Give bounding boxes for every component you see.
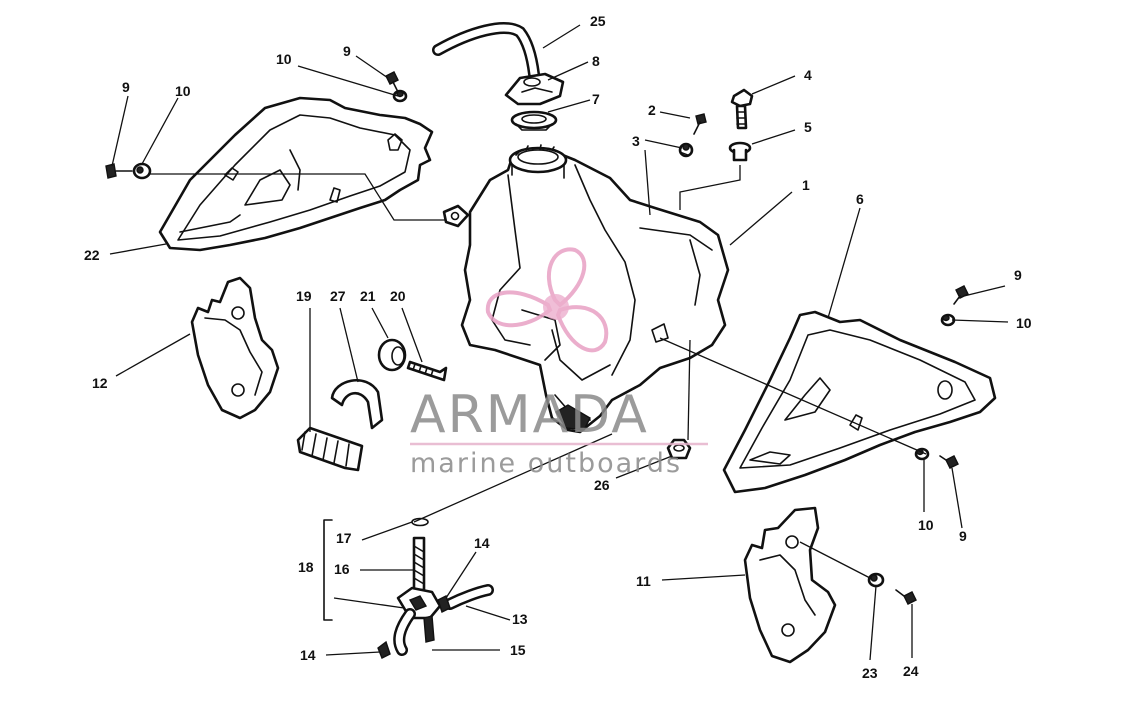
part-8-fuel-cap [504,72,565,106]
callout-10-left: 10 [175,83,191,99]
callout-1: 1 [802,177,810,193]
callout-18: 18 [298,559,314,575]
part-6-right-side-panel [722,310,997,494]
part-10-washer-right-top [940,313,956,327]
callout-20: 20 [390,288,406,304]
callout-2: 2 [648,102,656,118]
callout-8: 8 [592,53,600,69]
callout-9-left: 9 [122,79,130,95]
callout-19: 19 [296,288,312,304]
part-12-left-bracket [190,276,280,420]
callout-9-top: 9 [343,43,351,59]
part-21-grommet [377,338,407,372]
callout-21: 21 [360,288,376,304]
callout-27: 27 [330,288,346,304]
part-5-spacer [728,141,752,162]
watermark-title: ARMADA [410,385,649,445]
callout-14-top: 14 [474,535,490,551]
callout-9-right-top: 9 [1014,267,1022,283]
part-4-bolt [730,88,754,130]
callout-14-bottom: 14 [300,647,316,663]
callout-22: 22 [84,247,100,263]
part-24-screw [895,589,917,605]
leader-lines [109,24,1009,661]
watermark-subtitle: marine outboards [410,448,682,479]
part-9-screw-top [385,71,399,93]
callout-26: 26 [594,477,610,493]
part-18-fuel-tap-assembly [323,517,494,659]
callout-10-top: 10 [276,51,292,67]
callout-11: 11 [636,573,651,589]
part-9-screw-left [105,163,133,179]
part-25-breather-hose [432,22,540,80]
armada-watermark: ARMADA marine outboards [410,247,708,479]
propeller-logo-icon [485,247,609,353]
part-27-clip [330,379,384,430]
callout-24: 24 [903,663,919,679]
callout-25: 25 [590,13,606,29]
part-11-right-bracket [743,506,837,664]
callout-6: 6 [856,191,864,207]
callout-10-right-top: 10 [1016,315,1032,331]
part-10-washer-top [392,89,408,103]
callout-3: 3 [632,133,640,149]
part-20-bolt [406,360,448,382]
part-1-fuel-tank [442,144,730,434]
callout-4: 4 [804,67,812,83]
part-19-rubber-damper [296,426,364,472]
part-9-screw-right-bottom [939,455,959,469]
callout-7: 7 [592,91,600,107]
part-9-screw-right-top [953,285,969,305]
part-23-washer [867,572,885,588]
callout-12: 12 [92,375,108,391]
callout-16: 16 [334,561,350,577]
callout-labels: 25 8 7 2 3 4 5 1 6 9 10 9 10 22 12 19 27… [84,13,1032,681]
part-2-screw [693,113,707,135]
part-10-washer-left [132,162,152,180]
callout-5: 5 [804,119,812,135]
callout-17: 17 [336,530,352,546]
callout-15: 15 [510,642,526,658]
callout-9-right-bottom: 9 [959,528,967,544]
callout-23: 23 [862,665,878,681]
callout-10-right-bottom: 10 [918,517,934,533]
callout-13: 13 [512,611,528,627]
part-7-cap-seal [510,110,558,131]
